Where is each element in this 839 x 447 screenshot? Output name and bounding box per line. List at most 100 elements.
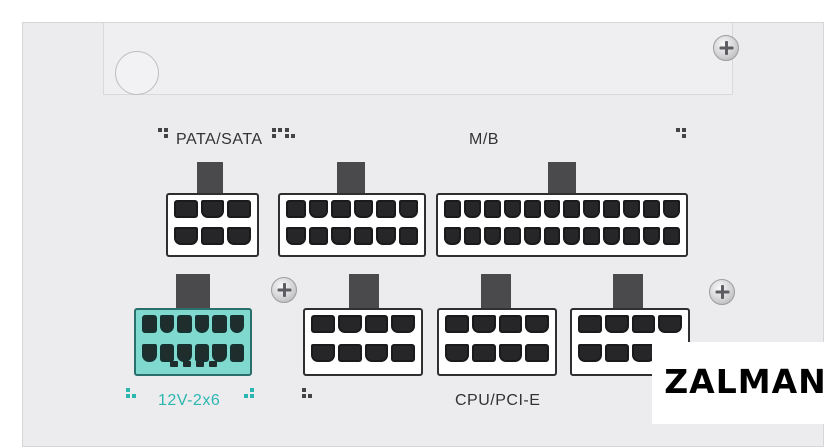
connector-pin — [483, 200, 501, 218]
mb-label: M/B — [469, 131, 499, 148]
connector-pin — [631, 315, 656, 333]
connector-latch — [481, 274, 511, 312]
connector-pin — [331, 226, 351, 245]
connector-pin — [663, 226, 680, 245]
warranty-sticker — [115, 51, 159, 95]
connector-pin — [623, 226, 641, 245]
connector-pin — [308, 226, 328, 245]
connector-pin — [353, 226, 373, 245]
connector-pin — [583, 226, 601, 245]
connector-marker-icon — [126, 388, 136, 398]
connector-pin — [643, 226, 661, 245]
connector-pin — [212, 343, 227, 362]
connector-pin — [444, 200, 461, 218]
connector-pin — [578, 315, 602, 333]
12v-2x6-label: 12V-2x6 — [158, 392, 221, 409]
connector-pin — [364, 315, 389, 333]
screw-icon — [709, 279, 735, 305]
connector-latch — [613, 274, 643, 312]
brand-area: ZALMAN — [652, 342, 839, 424]
connector-marker-icon — [244, 388, 254, 398]
connector-pin — [353, 200, 373, 218]
connector-pin — [159, 343, 174, 362]
panel-recess — [103, 23, 733, 95]
cpu-pcie-label: CPU/PCI-E — [455, 392, 541, 409]
connector-pin — [543, 200, 561, 218]
connector-pin — [603, 200, 621, 218]
connector-pin — [445, 315, 469, 333]
connector-marker-icon — [272, 128, 282, 138]
connector-pin — [200, 226, 225, 245]
connector-pin — [623, 200, 641, 218]
connector-pin — [643, 200, 661, 218]
connector-latch — [197, 162, 223, 196]
connector-pin — [578, 343, 602, 362]
connector-pin — [525, 315, 549, 333]
cpu-pcie-connector-2[interactable] — [437, 308, 557, 376]
connector-pin — [483, 226, 501, 245]
connector-pin — [503, 200, 521, 218]
sense-pin — [170, 361, 178, 367]
connector-pin — [376, 200, 396, 218]
connector-marker-icon — [676, 128, 686, 138]
connector-pin — [663, 200, 680, 218]
connector-pin — [471, 343, 496, 362]
mb-connector-right[interactable] — [436, 193, 688, 257]
connector-pin — [444, 226, 461, 245]
screw-icon — [271, 277, 297, 303]
connector-pin — [227, 200, 251, 218]
sense-pin — [196, 361, 204, 367]
connector-pin — [391, 343, 415, 362]
connector-pin — [174, 200, 198, 218]
connector-pin — [658, 315, 682, 333]
connector-pin — [463, 226, 481, 245]
connector-pin — [229, 343, 244, 362]
connector-pin — [194, 343, 209, 362]
connector-latch — [337, 162, 365, 196]
connector-pin — [498, 343, 523, 362]
connector-pin — [159, 315, 174, 333]
connector-pin — [174, 226, 198, 245]
connector-pin — [391, 315, 415, 333]
cpu-pcie-connector-1[interactable] — [303, 308, 423, 376]
connector-pin — [337, 315, 362, 333]
connector-pin — [142, 343, 157, 362]
connector-pin — [604, 343, 629, 362]
connector-pin — [603, 226, 621, 245]
connector-pin — [337, 343, 362, 362]
connector-pin — [308, 200, 328, 218]
connector-pin — [583, 200, 601, 218]
mb-connector-left[interactable] — [278, 193, 426, 257]
connector-pin — [142, 315, 157, 333]
connector-pin — [212, 315, 227, 333]
screw-icon — [713, 35, 739, 61]
connector-pin — [286, 226, 306, 245]
connector-pin — [503, 226, 521, 245]
psu-panel — [22, 22, 824, 447]
pata-sata-label: PATA/SATA — [176, 131, 263, 148]
connector-pin — [563, 200, 581, 218]
connector-pin — [523, 200, 541, 218]
connector-pin — [398, 200, 418, 218]
connector-pin — [604, 315, 629, 333]
connector-pin — [445, 343, 469, 362]
connector-pin — [364, 343, 389, 362]
connector-marker-icon — [285, 128, 295, 138]
connector-pin — [227, 226, 251, 245]
connector-pin — [200, 200, 225, 218]
connector-pin — [177, 343, 192, 362]
connector-pin — [286, 200, 306, 218]
connector-pin — [311, 315, 335, 333]
connector-pin — [463, 200, 481, 218]
connector-pin — [525, 343, 549, 362]
connector-marker-icon — [158, 128, 168, 138]
12v-2x6-connector[interactable] — [134, 308, 252, 376]
connector-pin — [331, 200, 351, 218]
connector-pin — [543, 226, 561, 245]
connector-pin — [311, 343, 335, 362]
connector-pin — [398, 226, 418, 245]
sense-pin — [183, 361, 191, 367]
connector-latch — [349, 274, 379, 312]
connector-pin — [563, 226, 581, 245]
pata-sata-connector[interactable] — [166, 193, 259, 257]
